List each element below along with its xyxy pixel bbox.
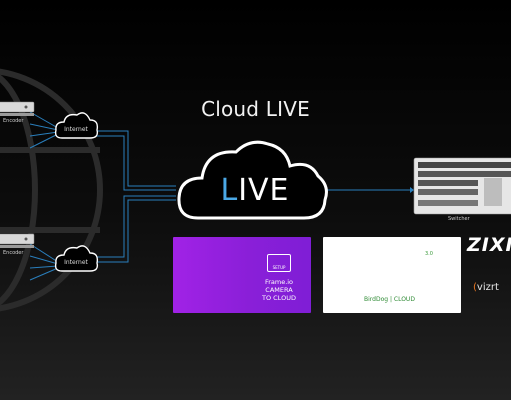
encoder-device-bottom [0, 233, 35, 248]
frameio-text: Frame.io CAMERA TO CLOUD [243, 278, 315, 302]
switcher-device [413, 157, 511, 215]
page-title: Cloud LIVE [201, 97, 310, 121]
birddog-text: BirdDog | CLOUD [364, 296, 415, 303]
cloud-live-accent-letter: L [220, 173, 239, 208]
encoder-connectors [29, 111, 59, 281]
frameio-brand: Frame.io [264, 278, 294, 286]
switcher-label: Switcher [448, 216, 470, 222]
cloud-live-label: LIVE [200, 173, 310, 208]
encoder-device-top [0, 101, 35, 116]
birddog-version: 3.0 [425, 251, 433, 257]
frameio-line-cloud: TO CLOUD [262, 294, 296, 302]
cloud-live-rest: IVE [238, 173, 290, 208]
internet-cloud-icon-bottom [54, 245, 99, 272]
encoder-label-bottom: Encoder [3, 250, 24, 256]
internet-label-top: Internet [64, 126, 88, 133]
birddog-card [323, 237, 461, 313]
vizrt-logo: (vizrt [473, 282, 499, 293]
cloud-live-icon [177, 140, 328, 220]
frameio-line-camera: CAMERA [265, 286, 293, 294]
vizrt-name: vizrt [476, 282, 499, 293]
frameio-card [173, 237, 311, 313]
frameio-setup-badge: SETUP [267, 254, 291, 272]
globe-icon [0, 68, 103, 312]
arrow-icon [410, 187, 414, 193]
zixi-logo: ZIXI [467, 234, 511, 256]
vizrt-paren: ( [473, 282, 477, 293]
internet-label-bottom: Internet [64, 259, 88, 266]
internet-connectors [96, 130, 176, 263]
encoder-label-top: Encoder [3, 118, 24, 124]
internet-cloud-icon-top [54, 112, 99, 139]
